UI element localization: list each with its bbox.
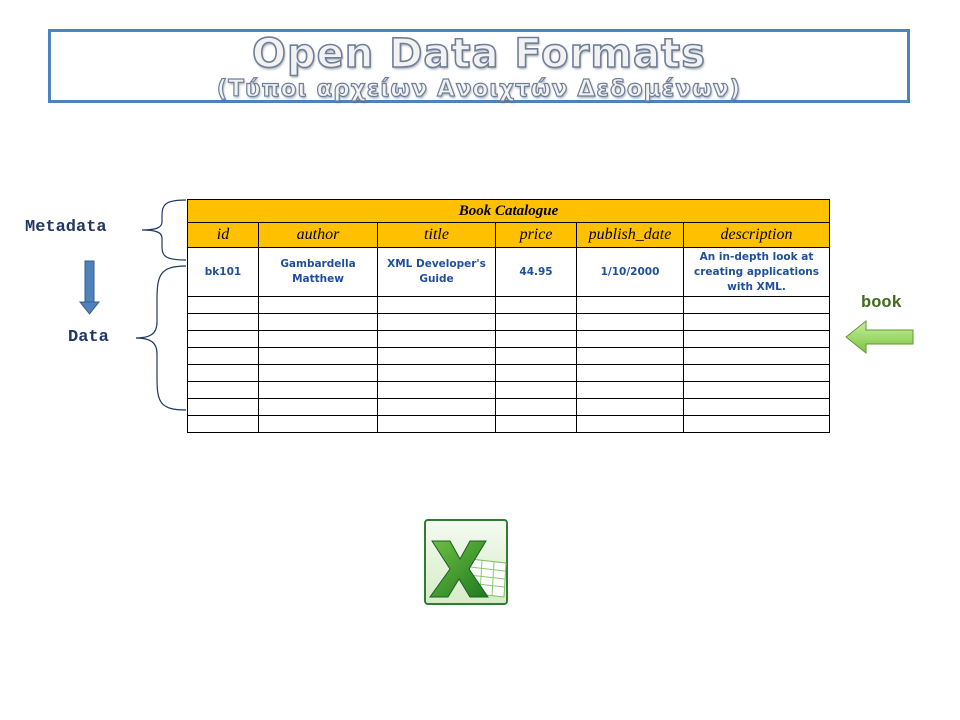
table-row	[187, 364, 831, 382]
empty-cell	[258, 381, 378, 399]
table-row	[187, 398, 831, 416]
cell-id: bk101	[187, 247, 259, 297]
empty-cell	[495, 330, 577, 348]
empty-rows	[187, 296, 831, 433]
empty-cell	[682, 330, 831, 348]
empty-cell	[682, 415, 831, 433]
empty-cell	[258, 398, 378, 416]
empty-cell	[682, 381, 831, 399]
empty-cell	[682, 296, 831, 314]
empty-cell	[495, 347, 577, 365]
data-brace	[135, 265, 187, 411]
empty-cell	[187, 398, 259, 416]
empty-cell	[258, 313, 378, 331]
empty-cell	[576, 398, 684, 416]
table-row	[187, 415, 831, 433]
empty-cell	[682, 364, 831, 382]
book-catalogue-table: Book Catalogue id author title price pub…	[186, 199, 831, 433]
empty-cell	[258, 296, 378, 314]
cell-price: 44.95	[495, 247, 577, 297]
table-row	[187, 381, 831, 399]
empty-cell	[495, 398, 577, 416]
column-header-title: title	[377, 222, 496, 248]
column-header-id: id	[187, 222, 259, 248]
column-header-author: author	[258, 222, 378, 248]
empty-cell	[187, 313, 259, 331]
empty-cell	[682, 347, 831, 365]
table-row: bk101 Gambardella Matthew XML Developer'…	[187, 247, 831, 297]
empty-cell	[576, 364, 684, 382]
empty-cell	[576, 415, 684, 433]
empty-cell	[377, 415, 496, 433]
empty-cell	[576, 347, 684, 365]
empty-cell	[495, 296, 577, 314]
table-row	[187, 330, 831, 348]
table-caption: Book Catalogue	[186, 199, 831, 223]
cell-title: XML Developer's Guide	[377, 247, 496, 297]
empty-cell	[576, 313, 684, 331]
empty-cell	[258, 330, 378, 348]
column-header-price: price	[495, 222, 577, 248]
empty-cell	[495, 381, 577, 399]
empty-cell	[377, 364, 496, 382]
metadata-brace	[141, 199, 187, 261]
page-title: Open Data Formats	[251, 31, 706, 77]
empty-cell	[258, 364, 378, 382]
table-row	[187, 313, 831, 331]
empty-cell	[377, 398, 496, 416]
empty-cell	[377, 381, 496, 399]
empty-cell	[377, 313, 496, 331]
cell-publish-date: 1/10/2000	[576, 247, 684, 297]
empty-cell	[495, 364, 577, 382]
empty-cell	[682, 398, 831, 416]
excel-icon	[424, 519, 508, 605]
arrow-left-icon	[845, 319, 914, 355]
header-row: id author title price publish_date descr…	[187, 222, 831, 248]
cell-author: Gambardella Matthew	[258, 247, 378, 297]
empty-cell	[187, 347, 259, 365]
empty-cell	[258, 415, 378, 433]
metadata-label: Metadata	[25, 218, 107, 237]
empty-cell	[377, 330, 496, 348]
empty-cell	[576, 381, 684, 399]
empty-cell	[187, 364, 259, 382]
empty-cell	[495, 415, 577, 433]
empty-cell	[377, 296, 496, 314]
empty-cell	[187, 330, 259, 348]
column-header-description: description	[682, 222, 831, 248]
table-row	[187, 347, 831, 365]
page-subtitle: (Τύποι αρχείων Ανοιχτών Δεδομένων)	[216, 75, 742, 102]
empty-cell	[682, 313, 831, 331]
title-box: Open Data Formats (Τύποι αρχείων Ανοιχτώ…	[48, 29, 910, 103]
empty-cell	[576, 330, 684, 348]
column-header-publish-date: publish_date	[576, 222, 684, 248]
data-label: Data	[68, 328, 109, 347]
book-label: book	[861, 294, 902, 313]
empty-cell	[377, 347, 496, 365]
arrow-down-icon	[78, 260, 101, 315]
empty-cell	[495, 313, 577, 331]
empty-cell	[576, 296, 684, 314]
empty-cell	[187, 296, 259, 314]
empty-cell	[187, 381, 259, 399]
cell-description: An in-depth look at creating application…	[682, 247, 831, 297]
empty-cell	[258, 347, 378, 365]
empty-cell	[187, 415, 259, 433]
table-row	[187, 296, 831, 314]
